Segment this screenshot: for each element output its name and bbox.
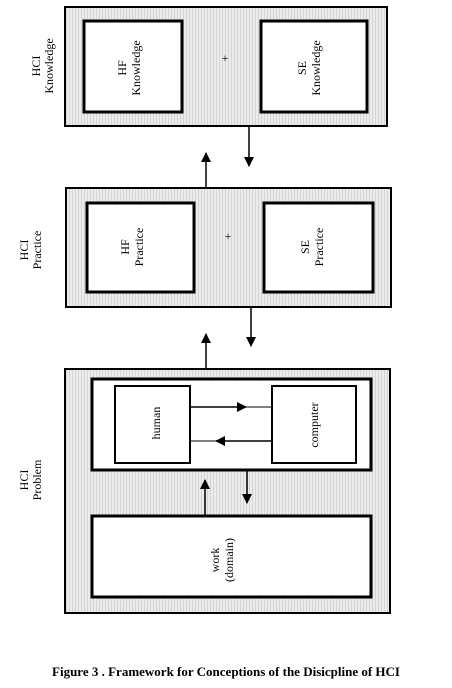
- se-knowledge-box: [259, 19, 369, 114]
- hci-practice-section: HCI Practice HF Practice + SE Practice: [17, 187, 392, 308]
- computer-label: computer: [307, 402, 321, 447]
- se-practice-line1: SE: [298, 240, 312, 254]
- se-knowledge-line2: Knowledge: [309, 40, 323, 95]
- hci-knowledge-label-line2: Knowledge: [42, 38, 56, 93]
- human-label: human: [149, 407, 163, 440]
- hci-practice-label-line2: Practice: [30, 231, 44, 270]
- hci-problem-label-line1: HCI: [17, 470, 31, 491]
- hf-knowledge-line1: HF: [115, 60, 129, 76]
- hf-knowledge-line2: Knowledge: [129, 40, 143, 95]
- knowledge-plus: +: [222, 51, 229, 65]
- hci-knowledge-section: HCI Knowledge HF Knowledge + SE Knowledg…: [29, 6, 388, 127]
- hci-knowledge-label-line1: HCI: [29, 56, 43, 77]
- hf-practice-line2: Practice: [132, 228, 146, 267]
- hf-knowledge-box: [82, 19, 184, 114]
- computer-box: [271, 385, 357, 464]
- hci-problem-section: HCI Problem human computer work (domain): [17, 368, 391, 614]
- se-knowledge-line1: SE: [295, 61, 309, 75]
- se-practice-box: [262, 201, 375, 294]
- work-line1: work: [208, 548, 222, 573]
- hf-practice-line1: HF: [118, 239, 132, 255]
- se-practice-line2: Practice: [312, 228, 326, 267]
- work-domain-box: [90, 514, 373, 599]
- hci-framework-diagram: HCI Knowledge HF Knowledge + SE Knowledg…: [17, 6, 392, 614]
- practice-plus: +: [225, 229, 232, 243]
- hf-practice-box: [85, 201, 196, 294]
- hci-practice-label-line1: HCI: [17, 240, 31, 261]
- figure-caption: Figure 3 . Framework for Conceptions of …: [52, 664, 400, 679]
- work-line2: (domain): [222, 538, 236, 582]
- hci-problem-label-line2: Problem: [30, 459, 44, 500]
- human-box: [114, 385, 191, 464]
